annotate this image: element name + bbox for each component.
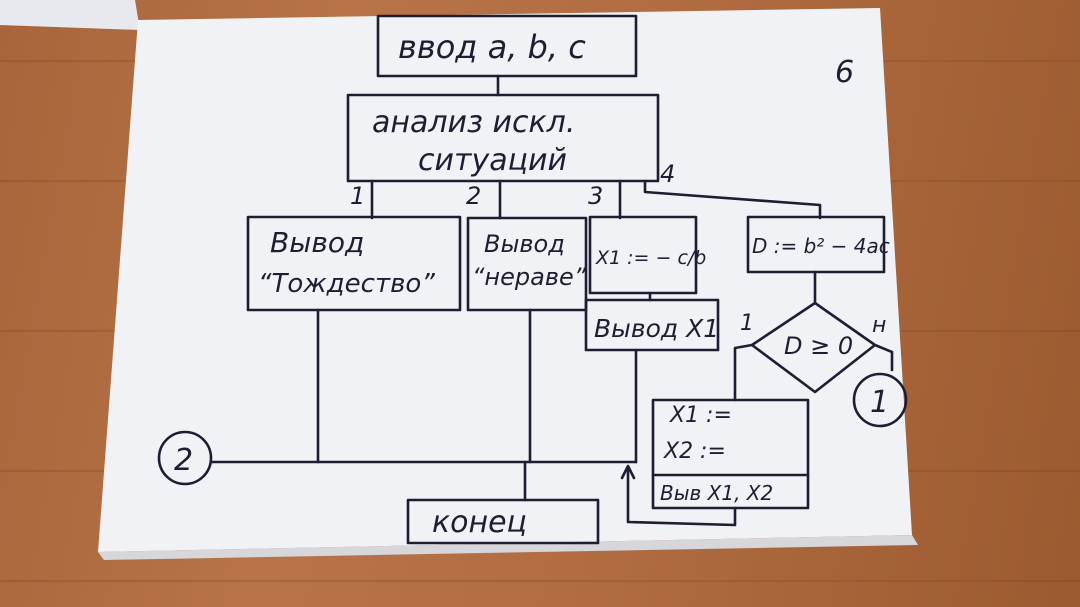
- output-x1-box: [584, 298, 720, 352]
- end-box: [406, 498, 600, 545]
- page-number: 6: [835, 55, 854, 90]
- branch-label-3: 3: [588, 182, 603, 210]
- output-identity-line1: Вывод: [270, 226, 364, 259]
- output-identity-box: [246, 215, 462, 312]
- analysis-text-line2: ситуаций: [418, 143, 567, 178]
- output-inequality-box: [466, 216, 588, 312]
- output-identity-line2: “Тождество”: [258, 269, 435, 299]
- decision-diamond: [750, 301, 877, 394]
- output-x1x2-text: Выв X1, X2: [660, 481, 773, 505]
- output-x1-text: Вывод X1: [594, 314, 719, 343]
- input-box: [376, 14, 638, 78]
- connector-1-label: 1: [870, 385, 889, 420]
- edge-decision-no: [873, 343, 894, 372]
- assign-x1-box: [588, 215, 698, 295]
- edge-calc-return: [626, 468, 737, 527]
- connector-2-label: 2: [174, 443, 193, 478]
- connector-2: [157, 430, 213, 486]
- edge-decision-yes: [733, 343, 754, 402]
- analysis-text-line1: анализ искл.: [372, 105, 575, 140]
- connector-1: [852, 372, 908, 428]
- paper-sheet: [98, 8, 912, 552]
- discriminant-text: D := b² − 4ac: [752, 234, 890, 258]
- calc-x2-text: X2 :=: [663, 439, 726, 464]
- calc-roots-box: [651, 398, 810, 510]
- analysis-box: [346, 93, 660, 183]
- end-text: конец: [432, 505, 527, 540]
- calc-x1-text: X1 :=: [669, 403, 732, 428]
- edge-branch-4: [643, 179, 822, 220]
- decision-no-label: н: [872, 313, 886, 338]
- branch-label-2: 2: [466, 182, 481, 210]
- branch-label-1: 1: [350, 182, 365, 210]
- decision-yes-label: 1: [740, 311, 754, 336]
- assign-x1-text: X1 := − c/b: [595, 247, 706, 269]
- output-inequality-line2: “нераве”: [472, 263, 587, 291]
- branch-label-4: 4: [660, 160, 675, 188]
- decision-text: D ≥ 0: [784, 332, 853, 360]
- paper-shadow: [98, 535, 918, 560]
- input-text: ввод a, b, c: [398, 28, 586, 66]
- arrowhead-return: [620, 464, 636, 480]
- output-inequality-line1: Вывод: [484, 230, 565, 258]
- paper-sheet-back: [0, 0, 140, 30]
